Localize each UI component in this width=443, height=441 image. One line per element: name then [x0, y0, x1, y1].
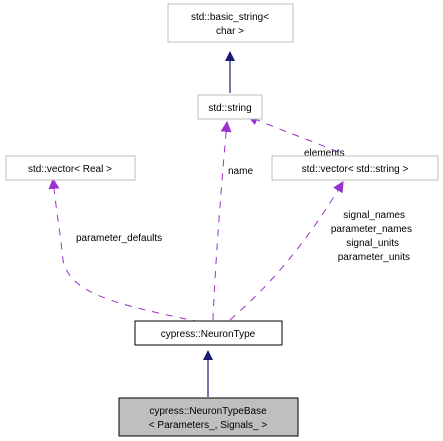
edge-label-name: name [228, 166, 253, 177]
node-neuron-type[interactable]: cypress::NeuronType [134, 320, 283, 346]
node-vector-string[interactable]: std::vector< std::string > [271, 155, 439, 181]
node-neuron-type-base[interactable]: cypress::NeuronTypeBase < Parameters_, S… [118, 397, 299, 437]
node-neuron-type-base-label-line2: < Parameters_, Signals_ > [149, 420, 268, 431]
edge-vector-string-members [229, 181, 344, 321]
edge-parameter-defaults [48, 177, 201, 323]
node-string[interactable]: std::string [197, 94, 263, 120]
node-vector-string-label: std::vector< std::string > [302, 164, 409, 175]
edge-label-parameter-names: parameter_names [331, 224, 412, 235]
edge-label-signal-names: signal_names [343, 210, 405, 221]
edge-label-elements: elements [304, 148, 345, 159]
node-basic-string-label-line2: char > [216, 26, 244, 37]
edge-elements [246, 114, 339, 153]
node-neuron-type-label: cypress::NeuronType [161, 329, 256, 340]
edge-label-parameter-defaults: parameter_defaults [76, 233, 162, 244]
node-vector-real-label: std::vector< Real > [28, 164, 112, 175]
edge-label-signal-units: signal_units [346, 238, 399, 249]
node-vector-real[interactable]: std::vector< Real > [5, 155, 136, 181]
node-basic-string[interactable]: std::basic_string< char > [167, 3, 294, 43]
edge-name [212, 120, 232, 321]
node-basic-string-label-line1: std::basic_string< [191, 12, 269, 23]
edge-label-parameter-units: parameter_units [338, 252, 410, 263]
node-string-label: std::string [208, 103, 251, 114]
node-neuron-type-base-label-line1: cypress::NeuronTypeBase [149, 406, 267, 417]
